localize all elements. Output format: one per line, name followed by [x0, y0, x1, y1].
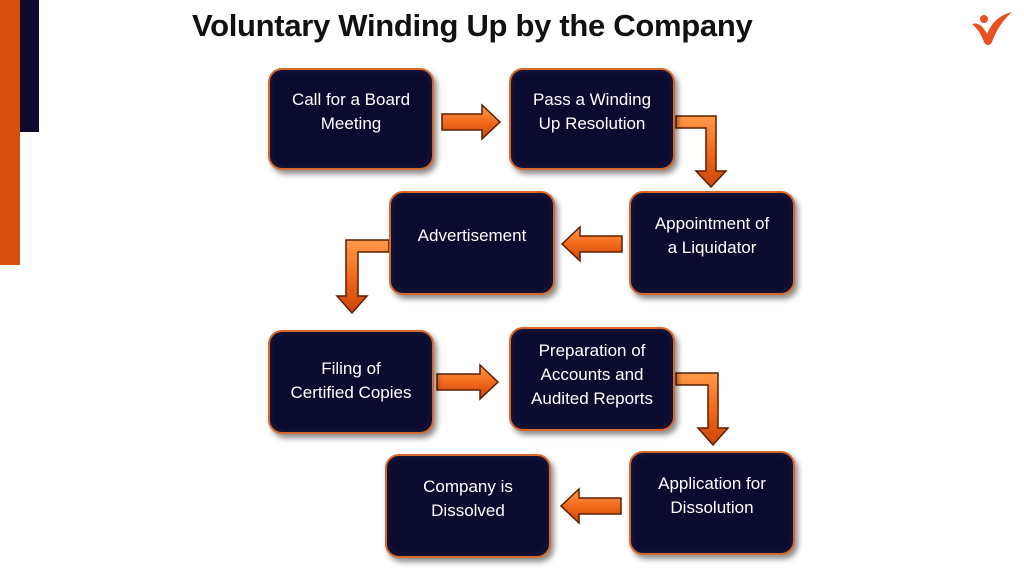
arrow-step-7-to-8 [559, 487, 622, 525]
step-box-1: Call for a Board Meeting [268, 68, 434, 170]
accent-bar-orange [0, 0, 20, 265]
step-box-2: Pass a Winding Up Resolution [509, 68, 675, 170]
step-box-6: Preparation of Accounts and Audited Repo… [509, 327, 675, 431]
arrow-step-2-to-3 [675, 115, 728, 189]
arrow-step-6-to-7 [675, 372, 730, 447]
step-label-6: Preparation of Accounts and Audited Repo… [531, 341, 653, 408]
step-box-3: Appointment of a Liquidator [629, 191, 795, 295]
arrow-step-1-to-2 [441, 103, 502, 141]
arrow-step-3-to-4 [560, 225, 623, 263]
arrow-step-5-to-6 [436, 363, 500, 401]
step-label-1: Call for a Board Meeting [291, 90, 411, 133]
accent-bar-navy [20, 0, 39, 132]
step-label-5: Filing of Certified Copies [290, 359, 412, 402]
checkmark-logo-icon [972, 12, 1012, 45]
step-label-7: Application for Dissolution [658, 474, 766, 517]
arrow-step-4-to-5 [335, 239, 390, 315]
step-box-5: Filing of Certified Copies [268, 330, 434, 434]
step-label-4: Advertisement [417, 226, 527, 245]
step-label-8: Company is Dissolved [423, 477, 513, 520]
step-box-4: Advertisement [389, 191, 555, 295]
step-box-7: Application for Dissolution [629, 451, 795, 555]
step-box-8: Company is Dissolved [385, 454, 551, 558]
page-title: Voluntary Winding Up by the Company [192, 8, 753, 43]
step-label-2: Pass a Winding Up Resolution [532, 90, 652, 133]
step-label-3: Appointment of a Liquidator [654, 214, 770, 257]
